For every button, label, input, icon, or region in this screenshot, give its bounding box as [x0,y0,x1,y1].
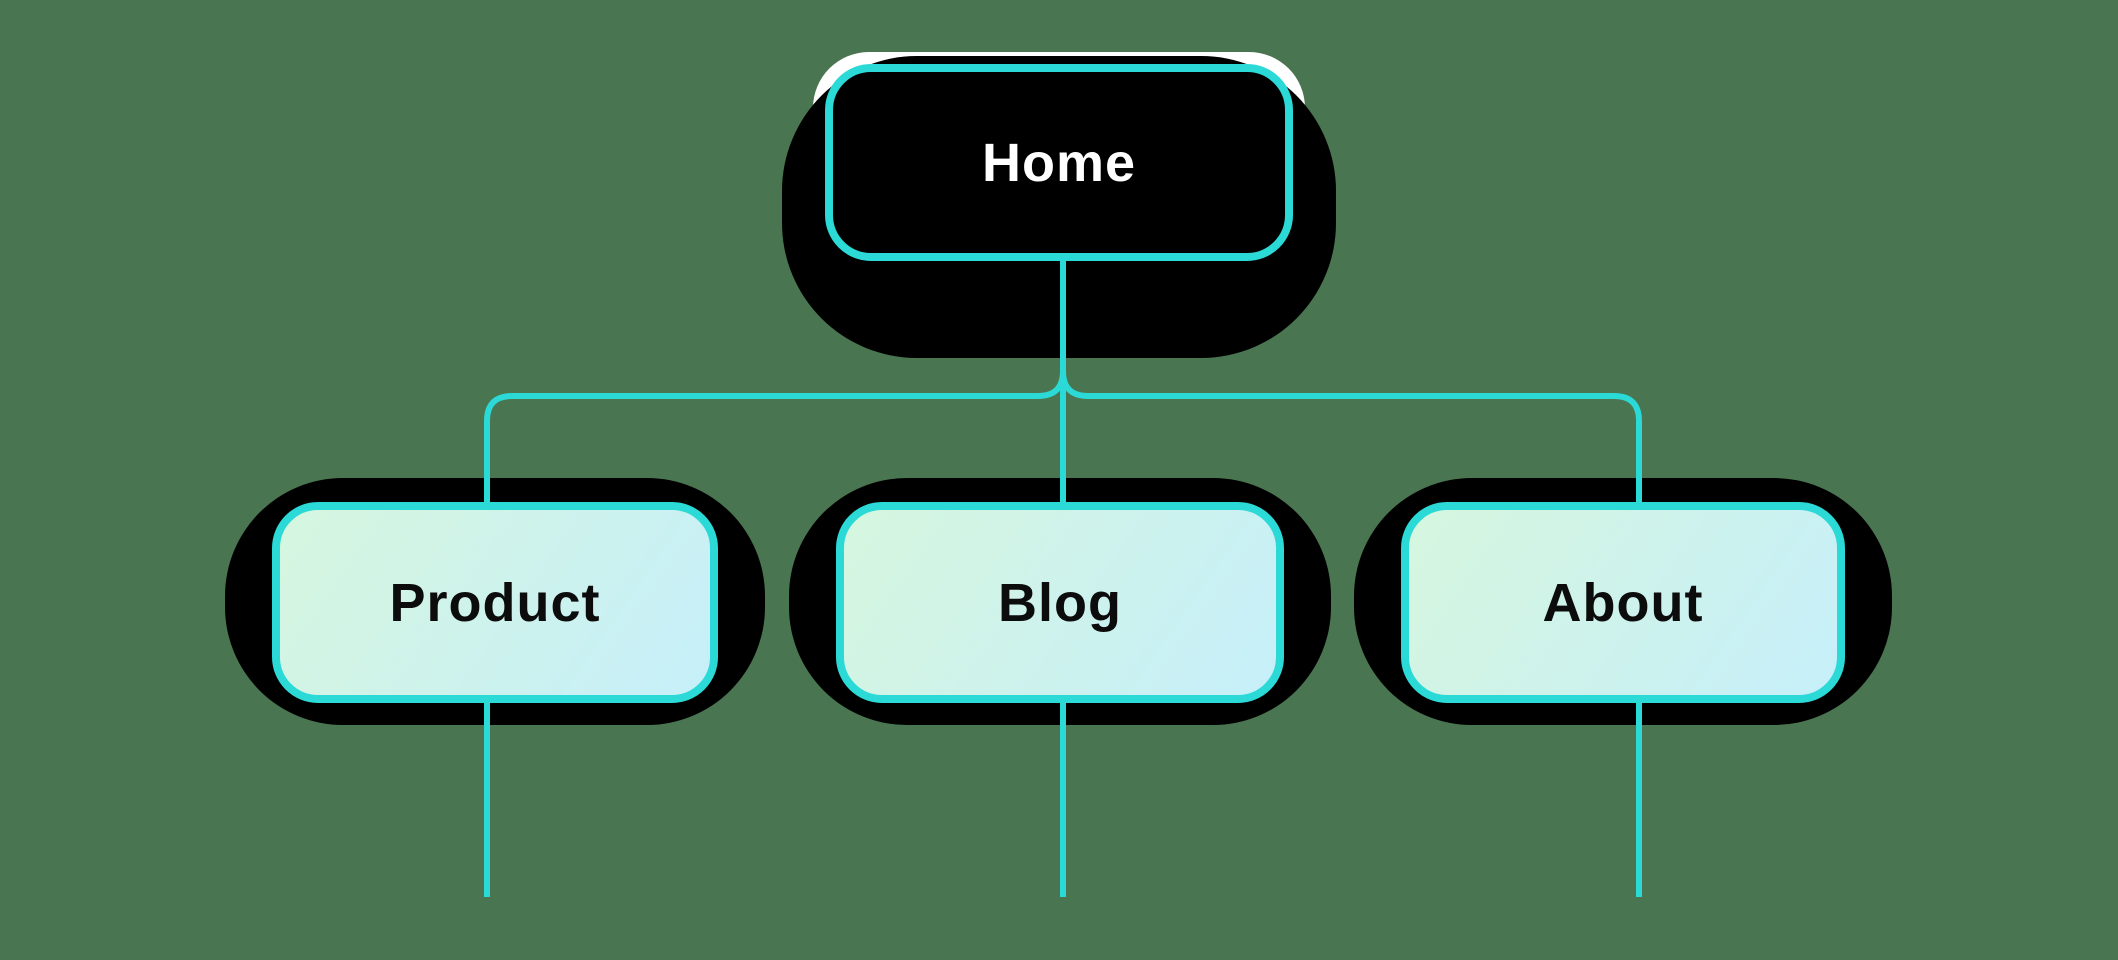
node-blog-label: Blog [998,572,1122,633]
node-about-label: About [1542,572,1704,633]
node-home-body: Home [825,64,1293,261]
node-blog-body: Blog [836,502,1284,703]
node-blog[interactable]: Blog [789,478,1331,725]
node-product-label: Product [389,572,601,633]
node-product[interactable]: Product [225,478,765,725]
node-about[interactable]: About [1354,478,1892,725]
node-home-label: Home [981,132,1137,193]
node-about-body: About [1401,502,1845,703]
node-product-body: Product [272,502,718,703]
node-home[interactable]: Home [782,52,1336,358]
